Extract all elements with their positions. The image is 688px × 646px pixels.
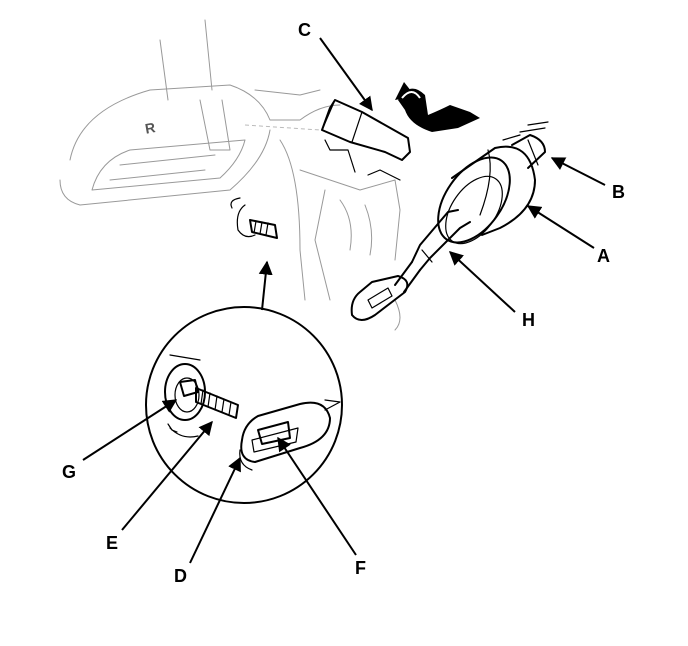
leader-a xyxy=(526,205,595,249)
leader-lines xyxy=(82,37,606,564)
removal-direction-arrow xyxy=(395,82,480,132)
detail-circle xyxy=(145,306,343,504)
label-a: A xyxy=(597,246,610,266)
leader-h xyxy=(448,251,516,313)
inner-cable xyxy=(350,209,471,321)
leader-b xyxy=(550,157,606,186)
label-c: C xyxy=(298,20,311,40)
label-h: H xyxy=(522,310,535,330)
callout-labels: C B A H G E D F xyxy=(62,20,625,586)
zoom-arrow xyxy=(258,260,273,311)
console-r-marking: R xyxy=(144,119,157,137)
leader-g xyxy=(82,399,178,461)
cable-housing xyxy=(437,121,549,245)
leader-e xyxy=(121,420,213,531)
label-e: E xyxy=(106,533,118,553)
detail-contents xyxy=(164,354,341,471)
label-f: F xyxy=(355,558,366,578)
label-g: G xyxy=(62,462,76,482)
label-b: B xyxy=(612,182,625,202)
label-d: D xyxy=(174,566,187,586)
bracket-lever xyxy=(321,99,411,181)
leader-d xyxy=(189,456,241,564)
leader-f xyxy=(277,436,357,556)
console-bolt xyxy=(230,197,278,239)
leader-c xyxy=(319,37,373,112)
console-housing: R xyxy=(59,19,401,331)
